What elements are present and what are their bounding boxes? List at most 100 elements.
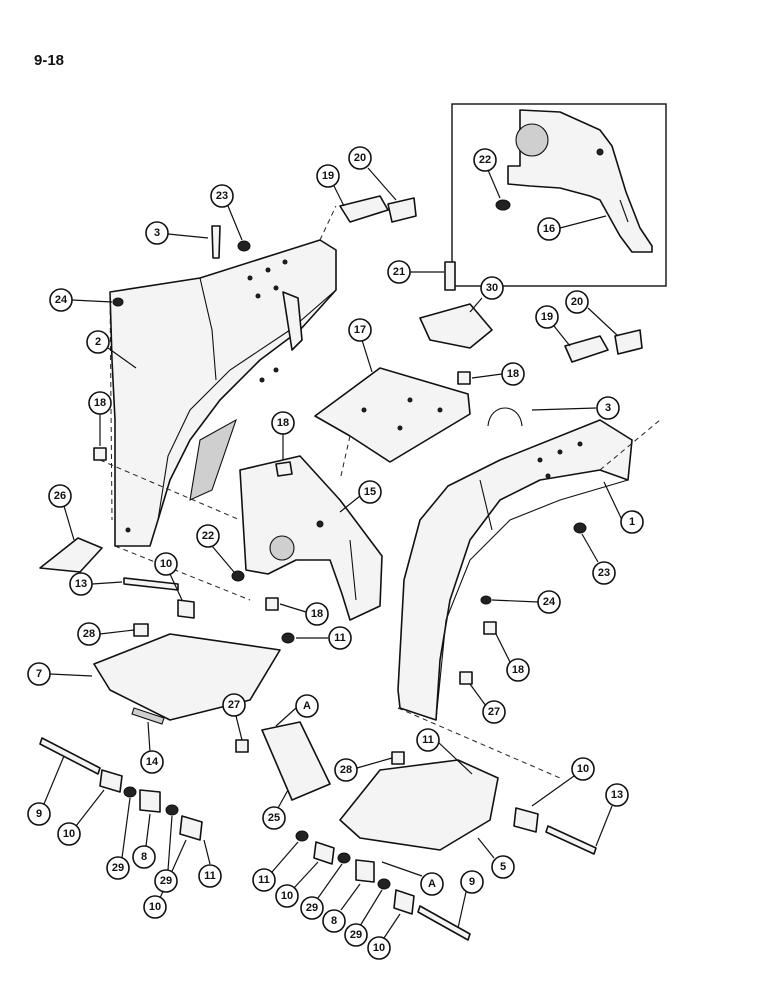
callout-30: 30 — [469, 276, 504, 313]
callout-11: 11 — [198, 839, 222, 888]
bushing-10 — [99, 769, 123, 793]
callout-A: A — [275, 694, 319, 727]
callout-29: 29 — [154, 815, 178, 893]
nut-23-right — [573, 522, 587, 534]
svg-text:21: 21 — [393, 266, 405, 278]
svg-text:18: 18 — [277, 417, 289, 429]
callout-14: 14 — [140, 721, 164, 774]
hardware — [39, 240, 597, 941]
assembly-lines — [99, 205, 661, 779]
plate-17-hole — [407, 397, 413, 403]
washer-29 — [377, 878, 391, 890]
callout-9: 9 — [27, 755, 65, 826]
callout-11: 11 — [296, 626, 352, 650]
bushing-10 — [177, 599, 195, 619]
svg-text:11: 11 — [334, 632, 346, 644]
callout-13: 13 — [595, 783, 629, 847]
nut-23-upper — [237, 240, 251, 252]
bolt-18-top — [457, 371, 471, 385]
svg-text:3: 3 — [154, 227, 160, 239]
left-fender-hole — [259, 377, 265, 383]
callout-20: 20 — [348, 146, 397, 201]
svg-text:23: 23 — [216, 190, 228, 202]
callout-A: A — [381, 861, 444, 896]
bolt-28 — [133, 623, 149, 637]
svg-text:26: 26 — [54, 490, 66, 502]
plate-17-body — [314, 367, 471, 463]
callout-10: 10 — [57, 789, 105, 846]
svg-text:10: 10 — [373, 942, 385, 954]
bushing-10 — [313, 841, 335, 865]
svg-text:24: 24 — [55, 294, 68, 306]
left-fender-hole — [282, 259, 288, 265]
svg-text:9: 9 — [469, 876, 475, 888]
washer-29 — [165, 804, 179, 816]
bushing-10 — [179, 815, 203, 841]
svg-text:13: 13 — [611, 789, 623, 801]
page-number: 9-18 — [34, 52, 65, 69]
callout-23: 23 — [581, 533, 616, 585]
callout-21: 21 — [387, 260, 444, 284]
callout-24: 24 — [49, 288, 113, 312]
right-fender-crease — [479, 479, 493, 531]
svg-text:18: 18 — [94, 397, 106, 409]
callout-19: 19 — [535, 305, 571, 347]
callout-27: 27 — [469, 683, 506, 724]
callout-15: 15 — [339, 480, 382, 513]
callout-2: 2 — [86, 330, 137, 369]
callout-18: 18 — [279, 602, 329, 626]
callout-8: 8 — [132, 813, 156, 869]
nut-24-upper — [112, 297, 124, 307]
callout-22: 22 — [473, 148, 501, 199]
support-25 — [261, 721, 331, 801]
bolt-18-left — [93, 447, 107, 461]
callout-1: 1 — [603, 481, 644, 534]
washer-29 — [123, 786, 137, 798]
bracket-15-body — [239, 455, 383, 621]
svg-text:27: 27 — [488, 706, 500, 718]
svg-text:10: 10 — [149, 901, 161, 913]
callout-7: 7 — [27, 662, 93, 686]
left-fender-hole — [247, 275, 253, 281]
bracket-15 — [239, 455, 383, 621]
inset-nut — [495, 199, 511, 211]
nut-11 — [295, 830, 309, 842]
svg-text:19: 19 — [541, 311, 553, 323]
svg-text:29: 29 — [112, 862, 124, 874]
left-fender-body — [109, 239, 337, 547]
nut-22 — [231, 570, 245, 582]
svg-text:29: 29 — [350, 929, 362, 941]
svg-text:28: 28 — [340, 764, 352, 776]
svg-text:7: 7 — [36, 668, 42, 680]
nut-24-right — [480, 595, 492, 605]
assembly-line — [99, 459, 241, 521]
callout-22: 22 — [196, 524, 235, 573]
bracket-15-hole — [269, 535, 295, 561]
inset-bracket-hole — [515, 123, 549, 157]
bushing-10 — [513, 807, 539, 833]
svg-text:30: 30 — [486, 282, 498, 294]
callout-9: 9 — [457, 870, 484, 929]
callout-10: 10 — [275, 861, 319, 908]
svg-text:20: 20 — [571, 296, 583, 308]
callout-13: 13 — [69, 572, 123, 596]
callout-29: 29 — [106, 797, 131, 880]
right-fender-hole — [537, 457, 543, 463]
svg-text:15: 15 — [364, 486, 376, 498]
svg-text:18: 18 — [507, 368, 519, 380]
bolt-13-right — [545, 825, 597, 855]
bracket-15-slot — [349, 539, 357, 601]
callout-28: 28 — [334, 757, 393, 782]
callout-29: 29 — [344, 889, 383, 947]
bolt-18-right — [483, 621, 497, 635]
callout-3: 3 — [145, 221, 209, 245]
nut-11 — [281, 632, 295, 644]
bracket-26 — [39, 537, 103, 573]
callouts: 1 2 3 3 5 7 8 8 9 9 10 10 10 10 10 10 11… — [27, 146, 644, 960]
step-7 — [93, 633, 281, 721]
lamp-19-right — [564, 335, 609, 363]
svg-text:10: 10 — [577, 763, 589, 775]
clip-8 — [139, 789, 161, 813]
inset-slot — [619, 199, 629, 223]
